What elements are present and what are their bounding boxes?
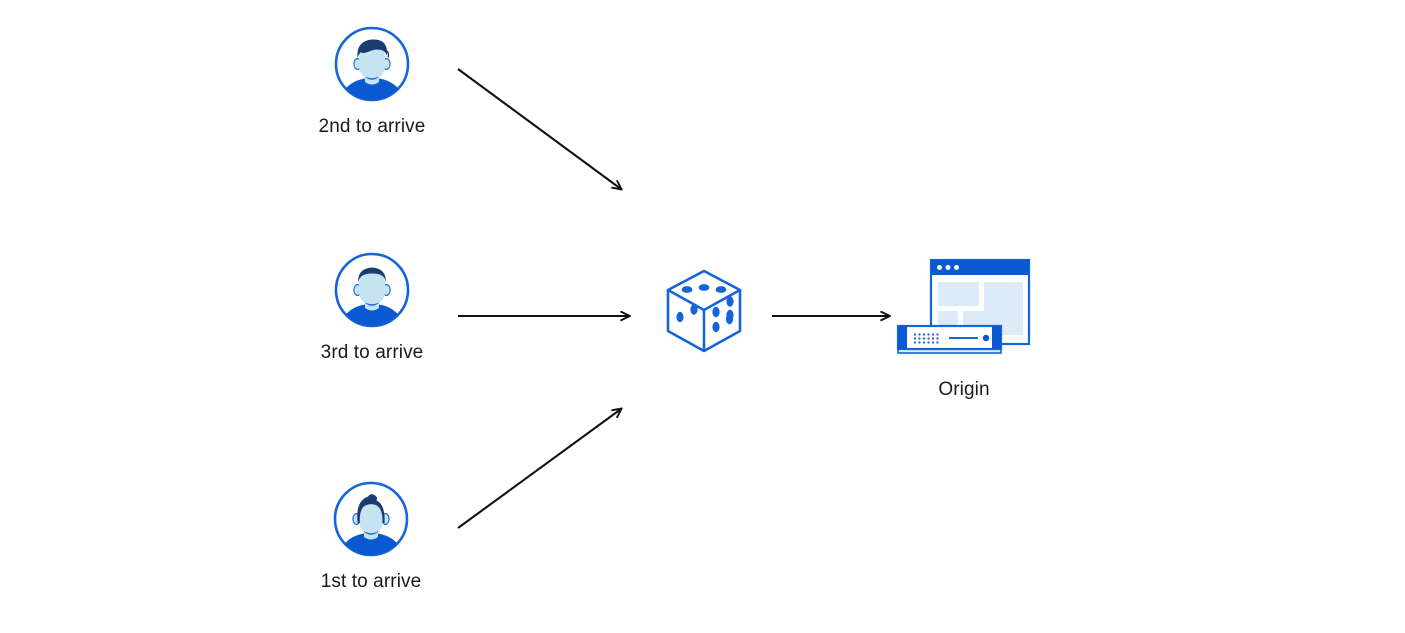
origin-server-browser-icon bbox=[896, 258, 1031, 354]
client-2nd-label: 2nd to arrive bbox=[318, 116, 426, 137]
node-randomizer-dice bbox=[660, 265, 748, 357]
user-avatar-icon bbox=[334, 26, 410, 102]
node-client-1st bbox=[331, 479, 411, 559]
dice-icon bbox=[666, 269, 742, 353]
user-avatar-icon bbox=[333, 481, 409, 557]
user-avatar-icon bbox=[334, 252, 410, 328]
arrow-1st-to-dice bbox=[457, 409, 621, 529]
arrow-2nd-to-dice bbox=[457, 68, 621, 189]
dice-top-pips bbox=[681, 284, 727, 293]
origin-label: Origin bbox=[938, 379, 990, 400]
client-3rd-label: 3rd to arrive bbox=[320, 342, 424, 363]
browser-dots-icon bbox=[937, 265, 959, 270]
server-vents-icon bbox=[913, 333, 939, 344]
node-origin-server bbox=[893, 256, 1038, 366]
dice-left-pips bbox=[676, 304, 698, 323]
dice-right-pips bbox=[712, 296, 734, 333]
node-client-2nd bbox=[332, 24, 412, 104]
client-1st-label: 1st to arrive bbox=[320, 571, 422, 592]
node-client-3rd bbox=[332, 250, 412, 330]
server-device-icon bbox=[896, 324, 1003, 354]
